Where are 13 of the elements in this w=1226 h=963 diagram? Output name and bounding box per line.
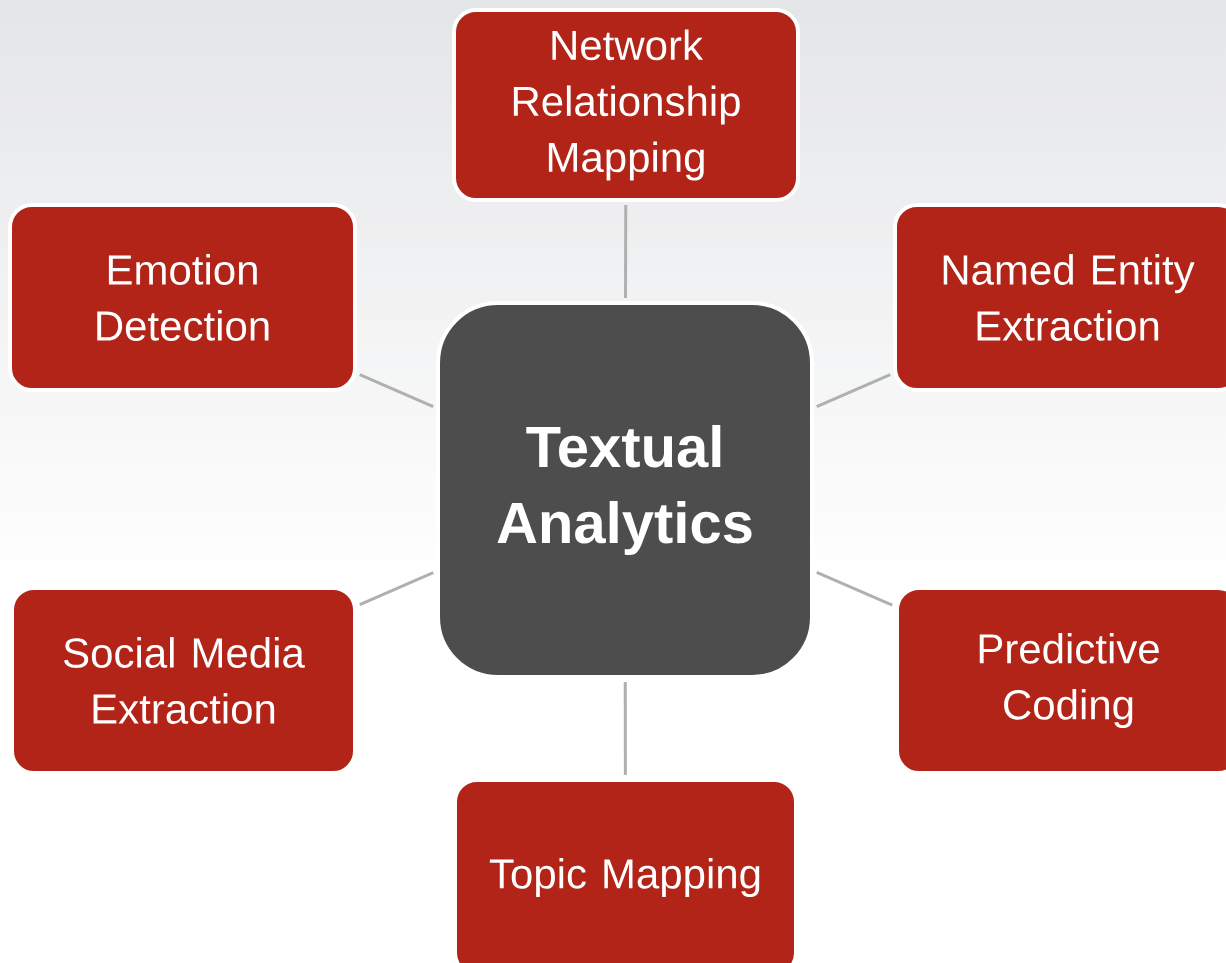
- connector-line: [624, 205, 628, 298]
- topic-box: Social Media Extraction: [10, 586, 357, 775]
- hub-box: Textual Analytics: [436, 301, 814, 679]
- topic-box: Emotion Detection: [8, 203, 357, 392]
- connector-line: [359, 571, 434, 607]
- topic-box: Network Relationship Mapping: [452, 8, 800, 202]
- topic-box: Topic Mapping: [453, 778, 798, 963]
- connector-line: [816, 571, 893, 607]
- topic-box: Named Entity Extraction: [893, 203, 1226, 392]
- topic-box: Predictive Coding: [895, 586, 1226, 775]
- connector-line: [623, 682, 627, 775]
- connector-line: [816, 373, 891, 409]
- connector-line: [359, 373, 434, 409]
